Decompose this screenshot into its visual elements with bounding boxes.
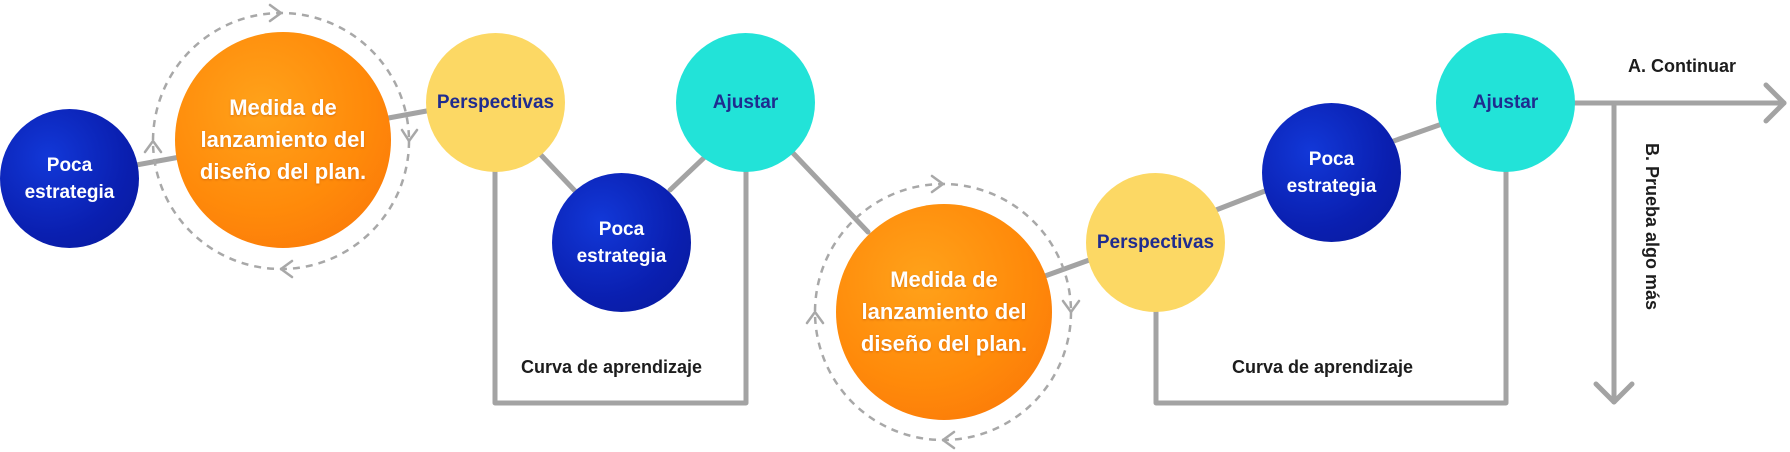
cycle-arrowhead	[400, 128, 419, 143]
connector-line	[789, 149, 871, 235]
node-ajustar-2: Ajustar	[1436, 33, 1575, 172]
node-label: Ajustar	[712, 91, 779, 113]
cycle-arrowhead	[805, 310, 825, 325]
continue-arrow-head	[1763, 82, 1787, 124]
node-perspectivas-2: Perspectivas	[1086, 173, 1225, 312]
node-label: Poca estrategia	[576, 218, 667, 267]
node-medida-lanzamiento-1: Medida de lanzamiento del diseño del pla…	[175, 32, 391, 248]
cycle-arrowhead	[143, 139, 163, 154]
connector-line	[537, 151, 579, 195]
node-label: Medida de lanzamiento del diseño del pla…	[199, 95, 367, 184]
learning-curve-bracket	[1153, 167, 1509, 406]
node-ajustar-1: Ajustar	[676, 33, 815, 172]
node-poca-estrategia-3: Poca estrategia	[1262, 103, 1401, 242]
node-label: Perspectivas	[436, 91, 555, 113]
cycle-arrowhead	[268, 3, 283, 23]
learning-curve-label-2: Curva de aprendizaje	[1232, 357, 1414, 377]
node-label: Poca estrategia	[1286, 148, 1377, 197]
node-label: Poca estrategia	[24, 154, 115, 203]
cycle-arrowhead	[941, 430, 956, 450]
node-perspectivas-1: Perspectivas	[426, 33, 565, 172]
continue-label: A. Continuar	[1628, 56, 1736, 76]
node-label: Ajustar	[1472, 91, 1539, 113]
node-poca-estrategia-1: Poca estrategia	[0, 109, 139, 248]
cycle-arrowhead	[930, 174, 945, 194]
connector-line	[1213, 188, 1268, 213]
node-poca-estrategia-2: Poca estrategia	[552, 173, 691, 312]
connector-line	[380, 107, 435, 122]
node-label: Medida de lanzamiento del diseño del pla…	[860, 267, 1028, 356]
cycle-arrowhead	[1061, 299, 1081, 314]
learning-curve-label-1: Curva de aprendizaje	[521, 357, 703, 377]
connector-line	[1042, 256, 1095, 279]
node-label: Perspectivas	[1096, 231, 1215, 253]
node-medida-lanzamiento-2: Medida de lanzamiento del diseño del pla…	[836, 204, 1052, 420]
try-else-arrow-head	[1593, 381, 1635, 405]
connector-line	[1385, 121, 1445, 146]
cycle-arrowhead	[279, 259, 294, 279]
try-else-label: B. Prueba algo más	[1642, 143, 1662, 311]
learning-curve-bracket	[492, 167, 749, 406]
